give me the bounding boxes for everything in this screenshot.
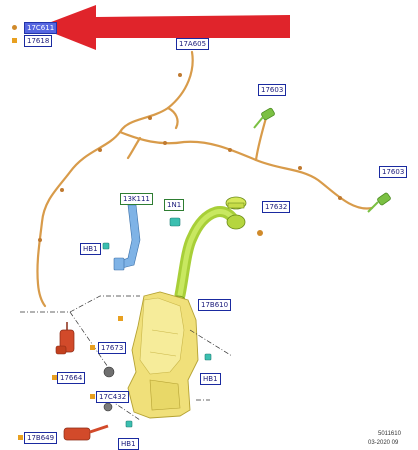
- mounting-bracket: [113, 204, 141, 271]
- label-hb1-bottom[interactable]: HB1: [118, 438, 139, 450]
- sensor-grommet: [103, 366, 115, 412]
- pump-left: [55, 322, 75, 355]
- nozzle-lower: [367, 192, 391, 213]
- label-marker: [52, 375, 57, 380]
- label-17603-lower[interactable]: 17603: [379, 166, 408, 178]
- label-marker: [118, 316, 123, 321]
- label-17664[interactable]: 17664: [57, 372, 86, 384]
- label-17c432[interactable]: 17C432: [96, 391, 130, 403]
- label-17b610[interactable]: 17B610: [198, 299, 232, 311]
- diagram-date: 03-2020 09: [368, 440, 399, 446]
- label-marker: [90, 394, 95, 399]
- label-marker: [18, 435, 23, 440]
- washer-reservoir: [127, 291, 199, 419]
- label-13k111[interactable]: 13K111: [120, 193, 153, 205]
- leader-lines: [20, 295, 233, 421]
- pointer-arrow: [38, 5, 290, 50]
- connector-1n1: [169, 217, 181, 227]
- label-17c611[interactable]: 17C611: [24, 22, 58, 34]
- washer-hose: [36, 50, 374, 308]
- filler-cap: [225, 196, 263, 236]
- diagram-code: 5011610: [378, 431, 401, 437]
- label-17a605[interactable]: 17A605: [176, 38, 210, 50]
- label-17632[interactable]: 17632: [262, 201, 291, 213]
- label-hb1-right[interactable]: HB1: [200, 373, 221, 385]
- label-marker: [90, 345, 95, 350]
- pump-bottom: [63, 424, 109, 441]
- nozzle-upper: [253, 107, 275, 129]
- hose-clips: [38, 73, 342, 242]
- label-hb1-left[interactable]: HB1: [80, 243, 101, 255]
- label-dot: [12, 25, 17, 30]
- label-17673[interactable]: 17673: [98, 342, 127, 354]
- filler-pipe: [170, 206, 246, 305]
- label-17618[interactable]: 17618: [24, 35, 53, 47]
- label-marker: [12, 38, 17, 43]
- label-1n1[interactable]: 1N1: [164, 199, 185, 211]
- label-17603-upper[interactable]: 17603: [258, 84, 287, 96]
- hb1-clips: [102, 242, 212, 428]
- label-17b649[interactable]: 17B649: [24, 432, 58, 444]
